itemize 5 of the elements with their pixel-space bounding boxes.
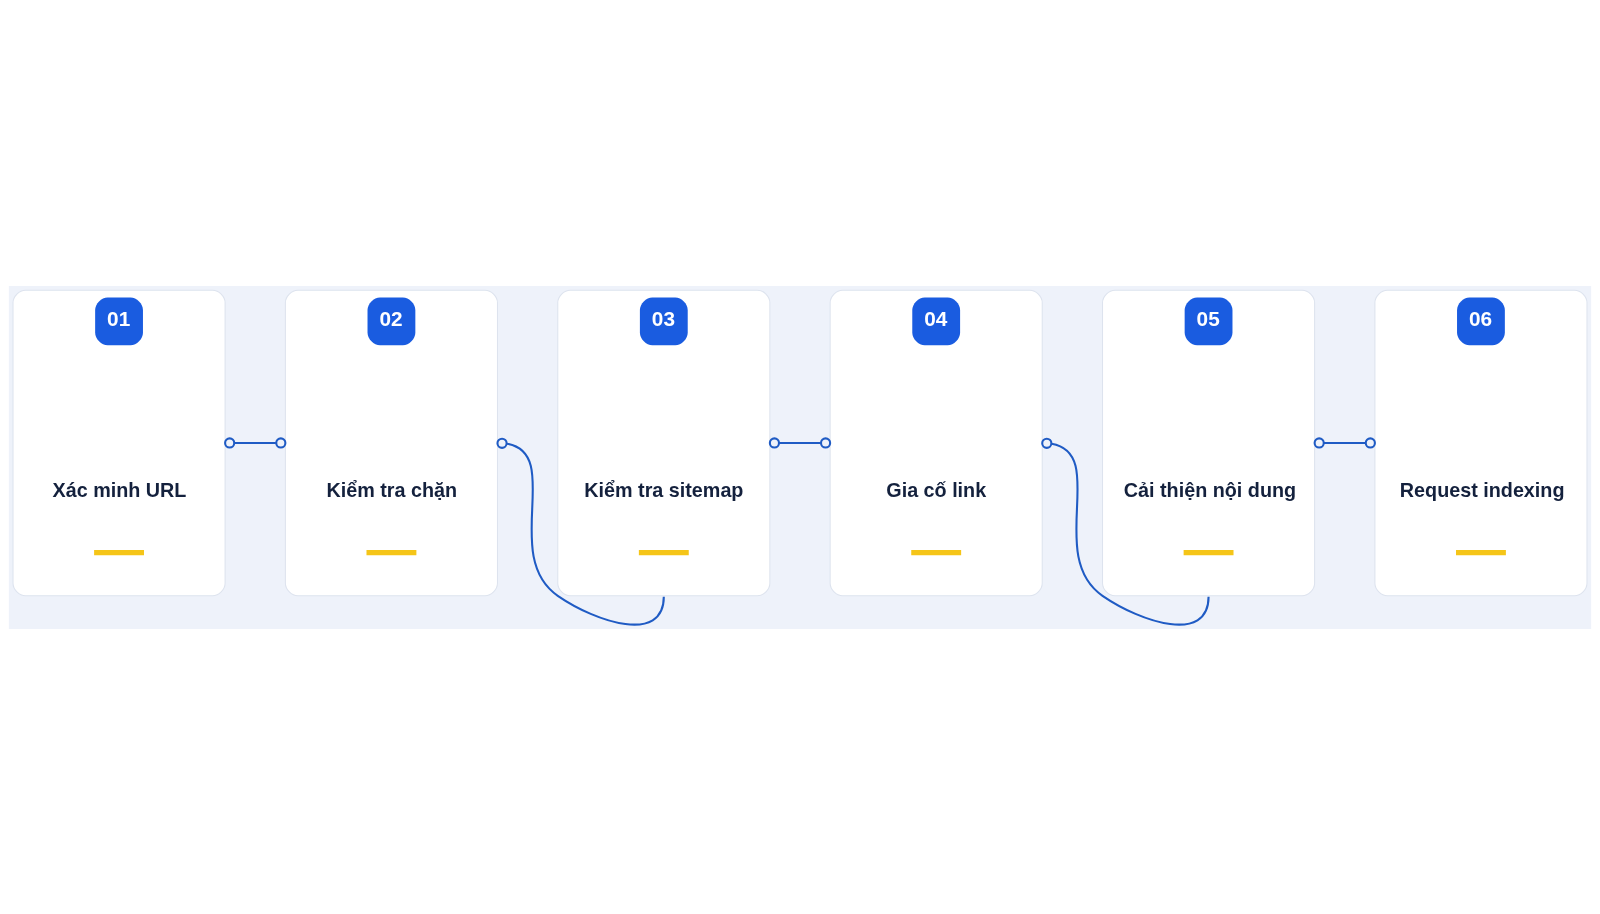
connector	[1313, 436, 1376, 449]
connector	[1041, 437, 1210, 626]
connector	[224, 436, 287, 449]
connector	[768, 436, 832, 449]
connector	[496, 437, 665, 626]
